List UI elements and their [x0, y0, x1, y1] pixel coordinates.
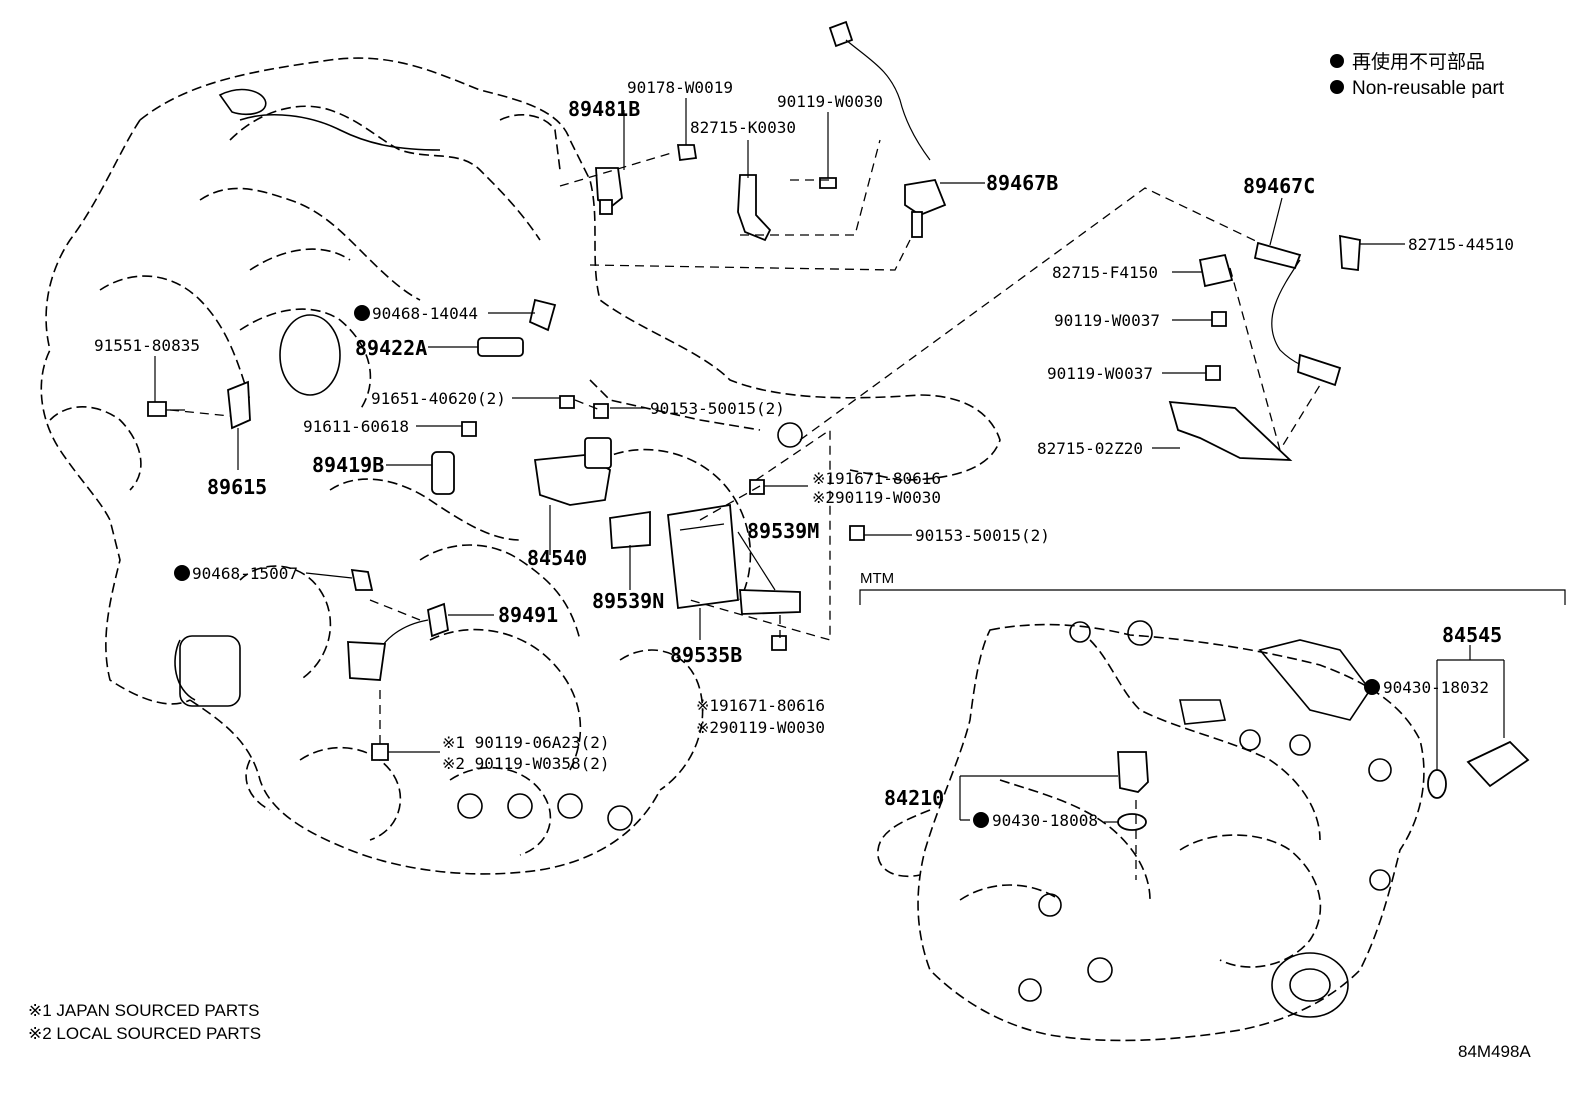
leader-lines — [154, 98, 1505, 823]
callout-note1-90119-06A23: ※1 90119-06A23(2) — [442, 733, 610, 752]
part-84210-switch — [1117, 751, 1149, 793]
part-89422A-sensor — [477, 337, 524, 357]
part-90430-18032-gasket — [1427, 769, 1447, 799]
callout-89422A: 89422A — [355, 336, 427, 360]
part-89467C-oxygen-sensor — [1253, 241, 1342, 387]
footnote-japan-sourced: ※1 JAPAN SOURCED PARTS — [28, 1001, 260, 1020]
part-89539N-bracket — [609, 510, 651, 549]
callout-90153-50015-a: 90153-50015(2) — [650, 399, 785, 418]
callout-84545: 84545 — [1442, 623, 1502, 647]
part-90178-nut — [676, 144, 698, 162]
part-89615-sensor — [227, 380, 251, 430]
callout-82715-44510: 82715-44510 — [1408, 235, 1514, 254]
part-90468-15007-clamp — [350, 568, 374, 591]
part-84545-oil-pressure-switch — [1466, 740, 1530, 788]
callout-89467B: 89467B — [986, 171, 1058, 195]
callout-90119-W0037-a: 90119-W0037 — [1054, 311, 1160, 330]
callout-91551-80835: 91551-80835 — [94, 336, 200, 355]
non-reusable-markers — [174, 54, 1380, 828]
footnote-local-sourced: ※2 LOCAL SOURCED PARTS — [28, 1024, 261, 1043]
non-reusable-dot-90430-18032 — [1364, 679, 1380, 695]
part-bolt-mid — [593, 403, 865, 651]
part-82715-44510-clip — [1339, 234, 1361, 272]
part-89539M-bracket — [739, 589, 801, 615]
callout-90153-50015-b: 90153-50015(2) — [915, 526, 1050, 545]
section-label-mtm: MTM — [860, 570, 894, 587]
callout-90430-18008: 90430-18008 — [992, 811, 1098, 830]
callout-note2-90119-W0358: ※2 90119-W0358(2) — [442, 754, 610, 773]
part-90468-14044-clamp — [528, 298, 557, 332]
part-89535B-ecu — [667, 503, 739, 610]
legend-en: Non-reusable part — [1352, 78, 1505, 99]
part-82715K-bracket — [737, 174, 772, 242]
illustration-code: 84M498A — [1458, 1042, 1531, 1061]
callout-90430-18032: 90430-18032 — [1383, 678, 1489, 697]
callout-90119-W0030-top: 90119-W0030 — [777, 92, 883, 111]
part-89419B-sensor — [431, 451, 455, 495]
non-reusable-dot-90468-15007 — [174, 565, 190, 581]
callout-89467C: 89467C — [1243, 174, 1315, 198]
part-bolt-lower-left — [371, 743, 389, 761]
non-reusable-dot-90468-14044 — [354, 305, 370, 321]
mtm-transmission-illustration — [859, 589, 1566, 1042]
callout-90178-W0019: 90178-W0019 — [627, 78, 733, 97]
callout-89491: 89491 — [498, 603, 558, 627]
part-91551-bolt — [147, 401, 185, 417]
non-reusable-dot-legend-en — [1330, 80, 1344, 94]
callout-82715-02Z20: 82715-02Z20 — [1037, 439, 1143, 458]
non-reusable-dot-legend-jp — [1330, 54, 1344, 68]
callout-90468-14044: 90468-14044 — [372, 304, 478, 323]
part-89467B-oxygen-sensor — [828, 20, 947, 238]
callout-84540: 84540 — [527, 546, 587, 570]
part-84540-neutral-switch — [533, 437, 612, 506]
part-90119-W0037-bolt-b — [1205, 365, 1221, 381]
part-91651-bolt — [559, 395, 575, 409]
callout-91651-40620: 91651-40620(2) — [371, 389, 506, 408]
callout-90119-W0037-b: 90119-W0037 — [1047, 364, 1153, 383]
callout-89539N: 89539N — [592, 589, 664, 613]
part-89491-sensor — [347, 602, 450, 681]
callout-89535B: 89535B — [670, 643, 742, 667]
callout-89481B: 89481B — [568, 97, 640, 121]
part-89481B-sensor — [595, 167, 623, 215]
callout-91611-60618: 91611-60618 — [303, 417, 409, 436]
callout-82715-K0030: 82715-K0030 — [690, 118, 796, 137]
non-reusable-dot-90430-18008 — [973, 812, 989, 828]
callout-note1-91671-b: ※191671-80616 — [696, 696, 825, 715]
part-91611-bolt — [461, 421, 477, 437]
assembly-lines — [169, 139, 1321, 880]
callout-89539M: 89539M — [747, 519, 819, 543]
part-90430-18008-gasket — [1117, 813, 1147, 831]
callout-89615: 89615 — [207, 475, 267, 499]
callout-89419B: 89419B — [312, 453, 384, 477]
callout-82715-F4150: 82715-F4150 — [1052, 263, 1158, 282]
callout-note2-90119-a: ※290119-W0030 — [812, 488, 941, 507]
callout-90468-15007: 90468-15007 — [192, 564, 298, 583]
part-90119-W0037-bolt-a — [1211, 311, 1227, 327]
callout-note1-91671-a: ※191671-80616 — [812, 469, 941, 488]
callout-84210: 84210 — [884, 786, 944, 810]
callout-note2-90119-b: ※290119-W0030 — [696, 718, 825, 737]
part-82715-02Z20-bracket — [1168, 400, 1293, 461]
engine-transaxle-illustration — [40, 57, 1001, 875]
legend-jp: 再使用不可部品 — [1352, 51, 1485, 73]
part-82715F-bracket — [1198, 253, 1234, 288]
